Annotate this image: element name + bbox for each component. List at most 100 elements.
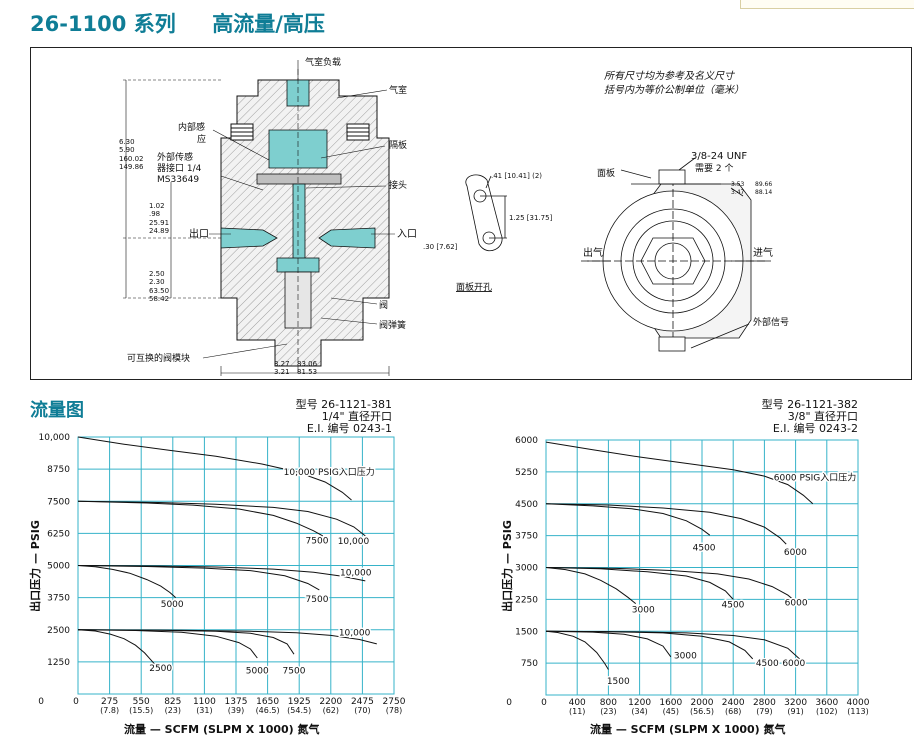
dim-mid-c: 25.91	[149, 219, 169, 227]
chart1-curve-2	[77, 500, 366, 537]
chart1-ytick-4: 5000	[47, 562, 70, 572]
drawing-svg: 6.30 5.90 160.02 149.86 1.02 .98 25.91 2…	[119, 56, 789, 376]
flow-chart-1: 275(7.8)550(15.5)825(23)1100(31)1375(39)…	[0, 425, 460, 725]
chart2-ytick-3: 3750	[515, 532, 538, 542]
chart1-xtick-7: 2200	[319, 697, 342, 707]
chart1-xtick-9: 2750	[383, 697, 406, 707]
label-valve: 阀	[379, 300, 388, 311]
chart2-xtick-metric-6: (79)	[756, 707, 772, 716]
chart2-curve-label-6: 1500	[607, 677, 630, 687]
chart2-orifice: 3/8" 直径开口	[787, 410, 858, 423]
flow-chart-2: 400(11)800(23)1200(34)1600(45)2000(56.5)…	[470, 425, 914, 725]
dim-mid-d: 24.89	[149, 227, 169, 235]
label-cartridge: 可互换的阀模块	[127, 352, 190, 364]
chart1-ei-number: E.I. 编号 0243-1	[306, 422, 392, 435]
dim-dia-b: 3.47	[731, 189, 745, 196]
chart1-ytick-0: 10,000	[39, 433, 71, 443]
chart1-xtick-zero: 0	[73, 697, 79, 707]
chart1-xtick-metric-5: (46.5)	[256, 706, 280, 715]
chart2-xtick-metric-0: (11)	[569, 707, 585, 716]
chart1-xtick-metric-8: (70)	[354, 706, 370, 715]
chart1-xtick-metric-2: (23)	[165, 706, 181, 715]
chart1-curve-3	[77, 565, 177, 598]
chart1-xtick-8: 2475	[351, 697, 374, 707]
label-inlet: 入口	[397, 229, 417, 240]
label-chamber-load: 气室负载	[305, 56, 341, 68]
label-diaphragm: 隔板	[389, 139, 407, 151]
chart2-model: 型号 26-1121-382 3/8" 直径开口 E.I. 编号 0243-2	[734, 399, 858, 435]
chart2-xtick-metric-5: (68)	[725, 707, 741, 716]
label-panel-hole: 面板开孔	[456, 281, 492, 293]
chart1-ylabel: 出口压力 — PSIG	[29, 520, 42, 612]
chart2-xtick-metric-2: (34)	[631, 707, 647, 716]
flow-chart-2-svg: 400(11)800(23)1200(34)1600(45)2000(56.5)…	[506, 436, 870, 716]
chart1-curve-1	[77, 500, 324, 537]
chart2-curve-4	[545, 567, 734, 600]
chart2-xtick-metric-3: (45)	[663, 707, 679, 716]
chart1-xlabel: 流量 — SCFM (SLPM X 1000) 氮气	[124, 723, 320, 736]
chart1-curve-label-1: 7500	[306, 537, 329, 547]
chart2-ytick-0: 6000	[515, 436, 538, 446]
chart2-curve-0	[545, 441, 814, 505]
drawing-note-2: 括号内为等价公制单位（毫米）	[604, 84, 744, 96]
chart1-curve-5	[77, 565, 366, 582]
chart1-xtick-0: 275	[101, 697, 118, 707]
dim-low-a: 2.50	[149, 270, 165, 278]
chart1-xtick-2: 825	[164, 697, 181, 707]
chart2-ytick-4: 3000	[515, 564, 538, 574]
chart1-curve-7	[77, 629, 258, 659]
label-fitting: 接头	[389, 179, 407, 191]
chart1-xtick-3: 1100	[193, 697, 216, 707]
dim-low-d: 58.42	[149, 295, 169, 303]
chart1-ytick-1: 8750	[47, 465, 70, 475]
chart2-ytick-zero: 0	[506, 698, 512, 708]
chart2-xtick-9: 4000	[847, 698, 870, 708]
dim-width-c: 83.06	[297, 360, 318, 368]
chart2-curve-label-5: 6000	[785, 598, 808, 608]
chart1-curve-6	[77, 629, 159, 669]
chart1-curve-label-2: 10,000	[338, 537, 370, 547]
label-chamber: 气室	[389, 84, 407, 96]
chart2-xtick-3: 1600	[659, 698, 682, 708]
chart2-xtick-4: 2000	[691, 698, 714, 708]
chart1-ytick-6: 2500	[47, 626, 70, 636]
chart2-curve-label-1: 4500	[693, 544, 716, 554]
chart1-model-number: 型号 26-1121-381	[295, 398, 392, 411]
chart2-xtick-7: 3200	[784, 698, 807, 708]
chart2-curve-label-3: 3000	[632, 606, 655, 616]
chart1-xtick-metric-0: (7.8)	[100, 706, 119, 715]
chart2-xtick-metric-4: (56.5)	[690, 707, 714, 716]
top-view	[581, 157, 771, 352]
chart1-ytick-5: 3750	[47, 594, 70, 604]
chart2-ytick-2: 4500	[515, 500, 538, 510]
chart1-curve-8	[77, 629, 295, 655]
chart1-curve-9	[77, 629, 377, 645]
panel-cutout	[465, 174, 507, 252]
dim-mid-a: 1.02	[149, 202, 165, 210]
corner-frame	[740, 0, 914, 9]
label-thread-qty: 需要 2 个	[695, 163, 733, 174]
chart1-curve-label-3: 5000	[161, 600, 184, 610]
label-external-sense-1: 外部传感	[157, 151, 193, 163]
chart1-xtick-metric-7: (62)	[323, 706, 339, 715]
dim-height-b: 5.90	[119, 146, 135, 154]
chart2-curve-6	[545, 630, 609, 670]
chart2-curve-9	[545, 630, 800, 660]
label-panel: 面板	[597, 167, 615, 179]
label-ext-signal: 外部信号	[753, 316, 789, 328]
chart1-curve-label-6: 2500	[149, 664, 172, 674]
chart2-curve-1	[545, 503, 711, 536]
dim-hole: .41 [10.41] (2)	[491, 172, 542, 180]
chart1-orifice: 1/4" 直径开口	[321, 410, 392, 423]
chart2-curve-label-8: 4500	[756, 659, 779, 669]
chart1-curve-label-7: 5000	[246, 666, 269, 676]
technical-drawing: 6.30 5.90 160.02 149.86 1.02 .98 25.91 2…	[30, 47, 912, 380]
label-intake: 进气	[753, 246, 773, 259]
chart1-curve-label-9: 10,000	[339, 629, 371, 639]
drawing-note-1: 所有尺寸均为参考及名义尺寸	[604, 70, 736, 82]
chart1-curve-label-0: 10,000 PSIG入口压力	[284, 466, 375, 478]
chart1-model: 型号 26-1121-381 1/4" 直径开口 E.I. 编号 0243-1	[268, 399, 392, 435]
chart1-xtick-4: 1375	[225, 697, 248, 707]
chart2-xtick-metric-1: (23)	[600, 707, 616, 716]
chart2-curve-label-0: 6000 PSIG入口压力	[774, 471, 857, 483]
